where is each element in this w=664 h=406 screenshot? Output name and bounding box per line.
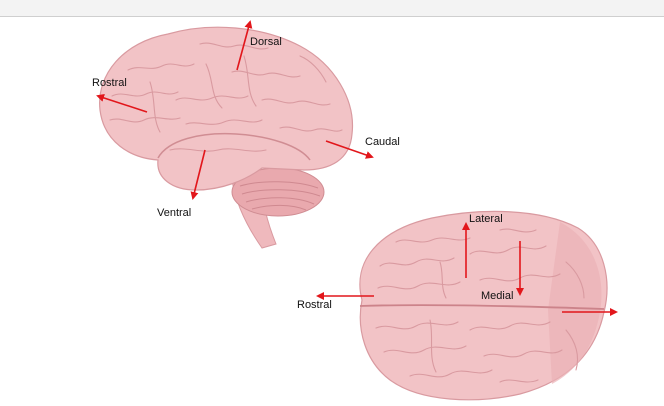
top-gyri: [375, 228, 585, 383]
longitudinal-fissure: [359, 304, 605, 310]
label-dorsal: Dorsal: [250, 36, 282, 48]
lateral-brain-view: [96, 20, 374, 249]
window-top-bar: [0, 0, 664, 17]
lateral-gyri: [109, 42, 343, 152]
rostral-arrow-lateral: [96, 94, 148, 113]
label-ventral: Ventral: [157, 207, 192, 219]
label-rostral-lateral: Rostral: [92, 77, 127, 89]
dorsal-arrow: [236, 20, 253, 71]
label-lateral: Lateral: [469, 213, 503, 225]
label-medial: Medial: [481, 290, 514, 302]
label-rostral-top: Rostral: [297, 299, 332, 311]
top-brain-view: [316, 210, 618, 401]
caudal-arrow: [325, 140, 374, 159]
label-caudal: Caudal: [365, 136, 400, 148]
cerebrum-shape: [99, 26, 354, 191]
ventral-arrow: [190, 149, 206, 200]
